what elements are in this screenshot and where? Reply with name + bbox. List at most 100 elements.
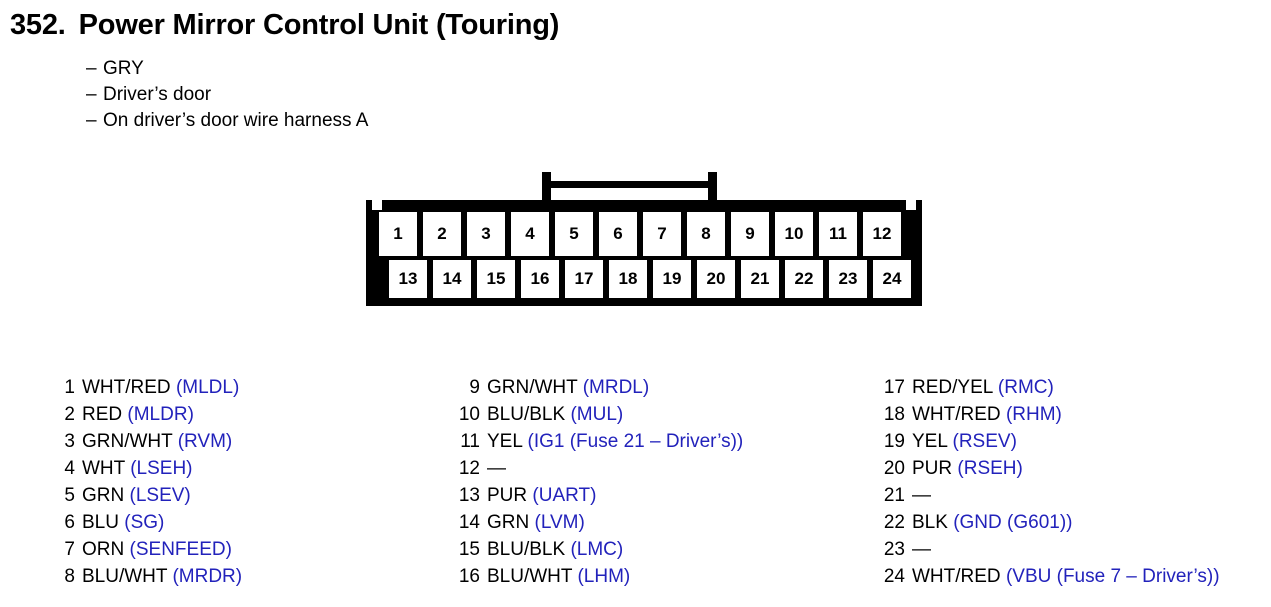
pin-signal-name: (VBU (Fuse 7 – Driver’s)): [1005, 566, 1220, 587]
connector-pin-row-top: 1 2 3 4 5 6 7 8 9 10 11 12: [379, 212, 909, 256]
pin-signal-name: (MUL): [570, 404, 624, 425]
pin-number: 24: [883, 566, 905, 587]
pin-signal-name: (RSEV): [952, 431, 1017, 452]
pin-wire-color: BLU/BLK: [487, 404, 566, 425]
subtitle-text: On driver’s door wire harness A: [103, 110, 369, 131]
pin-number: 16: [458, 566, 480, 587]
pin-cell: 20: [697, 260, 735, 298]
pin-cell: 9: [731, 212, 769, 256]
pin-cell: 6: [599, 212, 637, 256]
pin-number: 23: [883, 539, 905, 560]
pin-cell: 23: [829, 260, 867, 298]
pin-number: 11: [460, 431, 480, 452]
pin-wire-color: WHT: [82, 458, 125, 479]
pin-cell: 5: [555, 212, 593, 256]
pin-cell: 13: [389, 260, 427, 298]
dash-marker: –: [86, 110, 97, 131]
pin-cell: 4: [511, 212, 549, 256]
pin-cell: 7: [643, 212, 681, 256]
connector-diagram: 1 2 3 4 5 6 7 8 9 10 11 12 13 14 15 16 1…: [366, 172, 922, 306]
pin-cell: 17: [565, 260, 603, 298]
pin-wire-color: ORN: [82, 539, 125, 560]
pin-signal-name: (LHM): [577, 566, 631, 587]
dash-marker: –: [86, 58, 97, 79]
pin-list-item: 23—: [878, 536, 1220, 563]
subtitle-line: –GRY: [86, 56, 368, 82]
pin-wire-color: PUR: [487, 485, 528, 506]
pin-list-item: 3 GRN/WHT (RVM): [48, 428, 242, 455]
pin-number: 5: [64, 485, 75, 506]
pin-number: 17: [883, 377, 905, 398]
pin-number: 21: [883, 485, 905, 506]
pin-list-item: 21 —: [878, 482, 1220, 509]
pin-wire-color: GRN: [487, 512, 530, 533]
connector-latch-post-right: [708, 172, 717, 206]
pin-wire-color: BLU/WHT: [487, 566, 573, 587]
pin-cell: 22: [785, 260, 823, 298]
pin-number: 6: [64, 512, 75, 533]
pin-signal-name: (MLDL): [175, 377, 240, 398]
pin-cell: 19: [653, 260, 691, 298]
pin-cell: 24: [873, 260, 911, 298]
pin-number: 19: [883, 431, 905, 452]
pin-number: 9: [469, 377, 480, 398]
pin-number: 13: [458, 485, 480, 506]
pin-number: 18: [883, 404, 905, 425]
pin-number: 3: [64, 431, 75, 452]
pin-list-item: 4 WHT (LSEH): [48, 455, 242, 482]
connector-pin-row-bottom: 13 14 15 16 17 18 19 20 21 22 23 24: [389, 260, 919, 298]
pin-cell: 15: [477, 260, 515, 298]
page-title: 352.Power Mirror Control Unit (Touring): [10, 9, 559, 42]
pin-wire-color: GRN: [82, 485, 125, 506]
pin-wire-color: WHT/RED: [912, 566, 1001, 587]
pin-number: 20: [883, 458, 905, 479]
pin-number: 15: [458, 539, 480, 560]
pin-signal-name: (MLDR): [127, 404, 194, 425]
pin-signal-name: (RHM): [1005, 404, 1062, 425]
subtitle-text: GRY: [103, 58, 144, 79]
pin-cell: 11: [819, 212, 857, 256]
subtitle-text: Driver’s door: [103, 84, 212, 105]
pin-cell: 10: [775, 212, 813, 256]
pin-signal-name: (SG): [124, 512, 165, 533]
pin-number: 14: [458, 512, 480, 533]
pin-cell: 3: [467, 212, 505, 256]
pin-wire-color: BLU: [82, 512, 119, 533]
pin-number: 10: [458, 404, 480, 425]
pin-wire-color: YEL: [912, 431, 948, 452]
pin-wire-color: GRN/WHT: [82, 431, 173, 452]
pin-cell: 14: [433, 260, 471, 298]
pin-signal-name: (MRDR): [172, 566, 243, 587]
pin-wire-color: BLK: [912, 512, 948, 533]
subtitle-line: –On driver’s door wire harness A: [86, 108, 368, 134]
pin-signal-name: (RVM): [177, 431, 233, 452]
pin-number: 22: [883, 512, 905, 533]
pin-cell: 18: [609, 260, 647, 298]
connector-latch-bar: [542, 181, 717, 188]
pin-list-item: 24 WHT/RED (VBU (Fuse 7 – Driver’s)): [878, 563, 1220, 590]
pin-signal-name: (SENFEED): [129, 539, 232, 560]
pin-wire-color: PUR: [912, 458, 953, 479]
pin-wire-color: —: [912, 485, 931, 506]
pin-number: 1: [64, 377, 75, 398]
pin-number: 4: [64, 458, 75, 479]
pin-signal-name: (LSEH): [130, 458, 193, 479]
subtitle-list: –GRY –Driver’s door –On driver’s door wi…: [86, 56, 368, 134]
pin-cell: 1: [379, 212, 417, 256]
pin-cell: 16: [521, 260, 559, 298]
connector-latch-post-left: [542, 172, 551, 206]
